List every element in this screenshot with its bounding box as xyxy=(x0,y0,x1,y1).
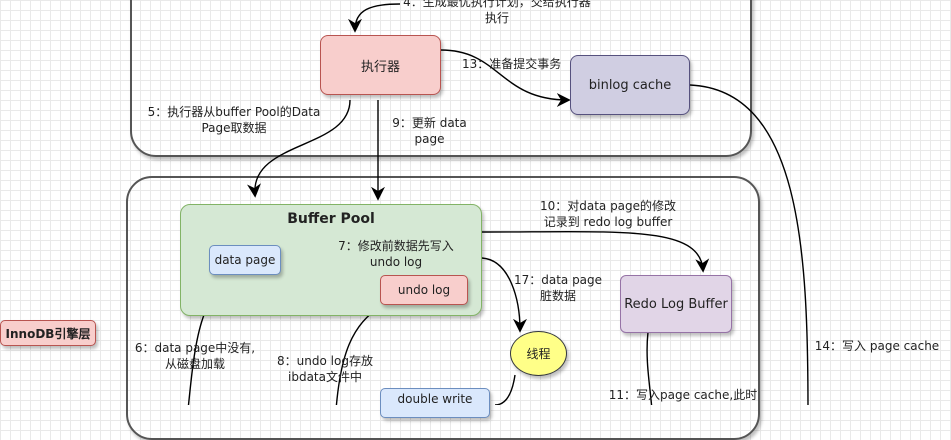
buffer-pool-label: Buffer Pool xyxy=(287,211,375,227)
arrow-step10 xyxy=(481,230,710,273)
data-page-node[interactable]: data page xyxy=(209,245,281,275)
arrow-step4 xyxy=(348,3,401,33)
undo-log-label: undo log xyxy=(397,283,451,297)
arrows-layer xyxy=(187,3,809,405)
arrow-step5 xyxy=(247,99,351,198)
label-step4: 4：生成最优执行计划，交给执行器执行 xyxy=(403,0,591,25)
innodb-layer-label: InnoDB引擎层 xyxy=(5,326,91,341)
edge-step11 xyxy=(646,331,653,405)
thread-node[interactable]: 线程 xyxy=(510,331,567,376)
edge-step14 xyxy=(689,84,809,405)
arrow-step17 xyxy=(481,257,527,333)
binlog-cache-label: binlog cache xyxy=(588,77,672,93)
redo-log-buffer-label: Redo Log Buffer xyxy=(624,296,728,312)
innodb-layer-node[interactable]: InnoDB引擎层 xyxy=(0,320,96,346)
data-page-label: data page xyxy=(214,253,276,267)
label-step13: 13：准备提交事务 xyxy=(462,57,562,71)
executor-node[interactable]: 执行器 xyxy=(320,35,441,95)
thread-label: 线程 xyxy=(526,347,551,361)
edge-thread-double-write xyxy=(494,374,516,405)
server-layer-container xyxy=(130,0,752,157)
double-write-label: double write xyxy=(397,392,473,406)
double-write-node[interactable]: double write xyxy=(380,388,490,418)
arrow-step13 xyxy=(440,49,571,107)
label-step10: 10：对data page的修改记录到 redo log buffer xyxy=(539,199,677,229)
undo-log-node[interactable]: undo log xyxy=(380,275,468,305)
label-step11: 11：写入page cache,此时 xyxy=(608,388,758,402)
executor-label: 执行器 xyxy=(360,59,400,75)
label-step14: 14：写入 page cache xyxy=(814,339,940,353)
label-step6: 6：data page中没有,从磁盘加载 xyxy=(134,341,256,371)
binlog-cache-node[interactable]: binlog cache xyxy=(570,55,690,115)
redo-log-buffer-node[interactable]: Redo Log Buffer xyxy=(620,275,732,333)
